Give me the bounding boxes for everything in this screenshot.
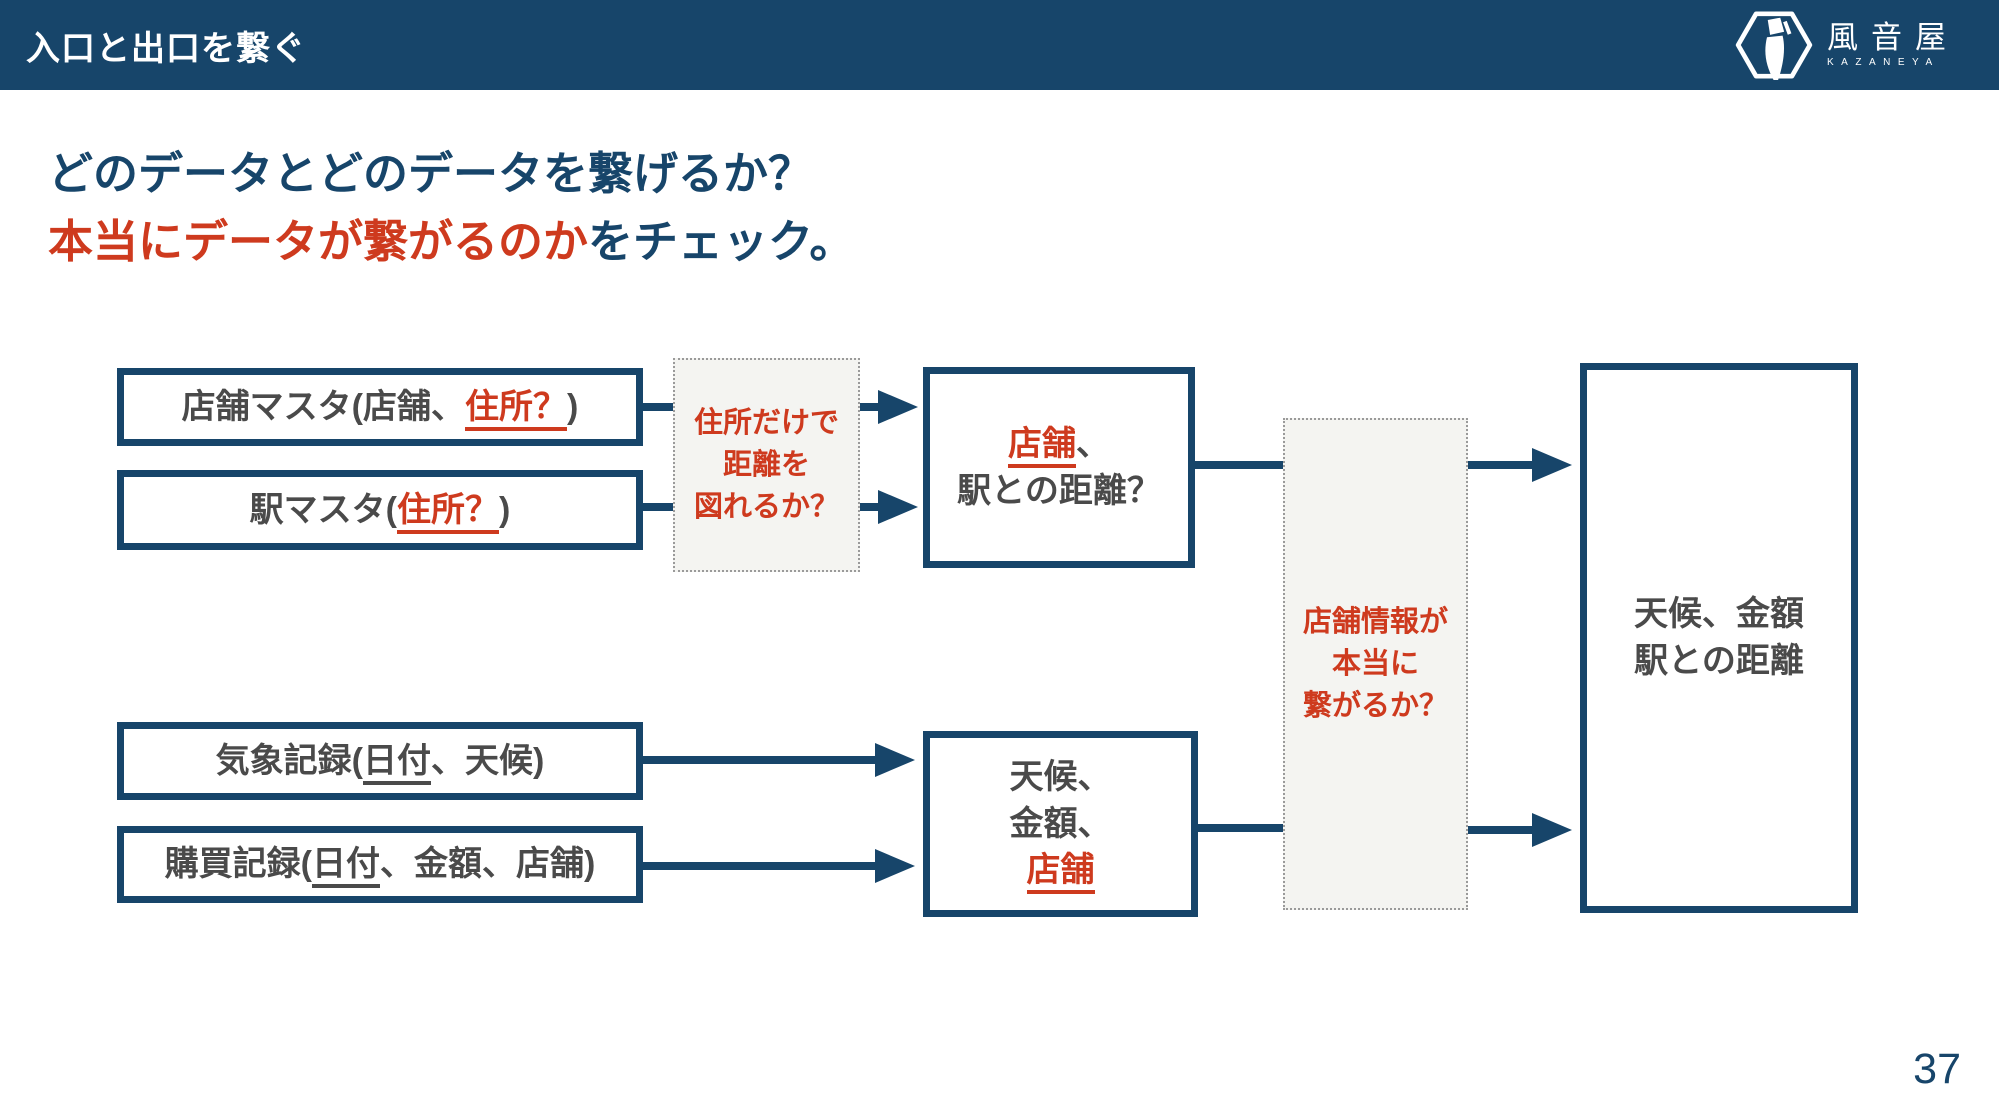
arrow-icon — [875, 743, 915, 777]
address-distance-check-note: 住所だけで距離を図れるか？ — [673, 358, 860, 572]
purchase-record-box: 購買記録(日付、金額、店舗) — [117, 826, 643, 903]
connector-line — [1468, 826, 1532, 834]
connector-line — [643, 756, 875, 764]
kazaneya-logo: 風音屋 KAZANEYA — [1735, 10, 1959, 80]
arrow-icon — [1532, 813, 1572, 847]
headline: どのデータとどのデータを繋げるか？ 本当にデータが繋がるのかをチェック。 — [48, 140, 854, 276]
connector-line — [1468, 461, 1532, 469]
headline-line2-dark: をチェック。 — [588, 216, 855, 267]
logo-name: 風音屋 — [1827, 19, 1959, 55]
connector-line — [643, 862, 875, 870]
weather-amount-store-box: 天候、金額、店舗 — [923, 731, 1198, 917]
connector-line — [1195, 461, 1283, 469]
station-master-box: 駅マスタ(住所？) — [117, 470, 643, 550]
headline-line1: どのデータとどのデータを繋げるか？ — [48, 148, 814, 199]
arrow-icon — [878, 490, 918, 524]
logo-romaji: KAZANEYA — [1827, 57, 1940, 69]
store-master-box: 店舗マスタ(店舗、住所？) — [117, 368, 643, 446]
connector-line — [1198, 824, 1283, 832]
weather-record-box: 気象記録(日付、天候) — [117, 722, 643, 800]
kazaneya-hexagon-icon — [1735, 10, 1813, 80]
connector-line — [643, 503, 673, 511]
headline-line2-red: 本当にデータが繋がるのか — [48, 216, 589, 267]
header-bar: 入口と出口を繋ぐ 風音屋 KAZANEYA — [0, 0, 1999, 90]
connector-line — [860, 403, 878, 411]
logo-text-block: 風音屋 KAZANEYA — [1827, 19, 1959, 69]
connector-line — [860, 503, 878, 511]
headline-line2: 本当にデータが繋がるのかをチェック。 — [48, 208, 854, 276]
arrow-icon — [875, 849, 915, 883]
arrow-icon — [878, 390, 918, 424]
final-output-box: 天候、金額駅との距離 — [1580, 363, 1858, 913]
store-station-distance-box: 店舗、駅との距離？ — [923, 367, 1195, 568]
store-join-check-note: 店舗情報が本当に繋がるか？ — [1283, 418, 1468, 910]
connector-line — [643, 403, 673, 411]
page-number: 37 — [1913, 1045, 1961, 1093]
header-title: 入口と出口を繋ぐ — [26, 29, 306, 68]
arrow-icon — [1532, 448, 1572, 482]
